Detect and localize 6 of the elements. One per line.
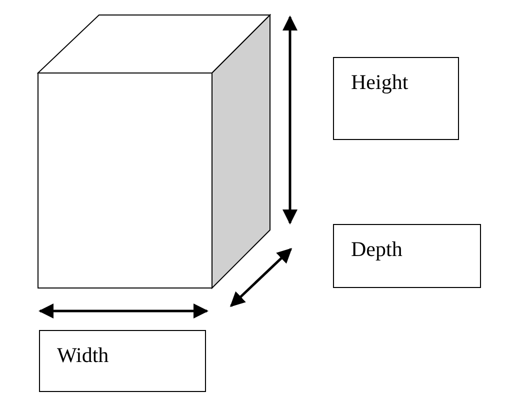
label-box xyxy=(39,330,206,392)
dimension-label: Depth xyxy=(351,237,402,262)
label-box xyxy=(333,57,459,140)
dimension-label: Width xyxy=(57,343,109,368)
dimension-label: Height xyxy=(351,70,408,95)
label-box xyxy=(333,224,481,288)
